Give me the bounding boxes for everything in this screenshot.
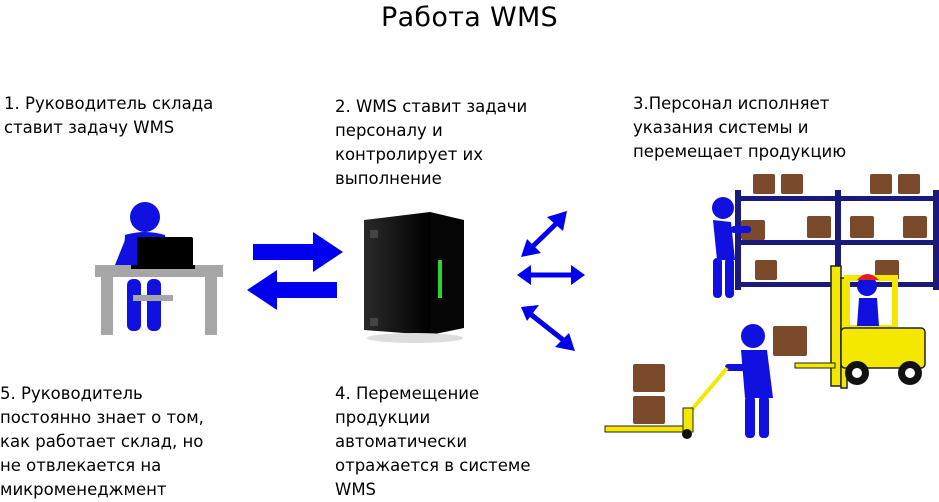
exchange-arrows-icon [247, 232, 343, 310]
server-icon [364, 212, 464, 343]
step-1-text: 1. Руководитель склада ставит задачу WMS [4, 94, 214, 137]
page-title: Работа WMS [381, 2, 558, 33]
step-5-text: 5. Руководитель постоянно знает о том, к… [0, 384, 204, 499]
step-2-text: 2. WMS ставит задачи персоналу и контрол… [335, 97, 528, 188]
step-3-text: 3.Персонал исполняет указания системы и … [633, 94, 847, 161]
warehouse-workers-icon [604, 174, 939, 439]
manager-at-laptop-icon [95, 202, 223, 335]
dispatch-arrows-icon [517, 211, 585, 351]
step-4-text: 4. Перемещение продукции автоматически о… [335, 384, 531, 499]
